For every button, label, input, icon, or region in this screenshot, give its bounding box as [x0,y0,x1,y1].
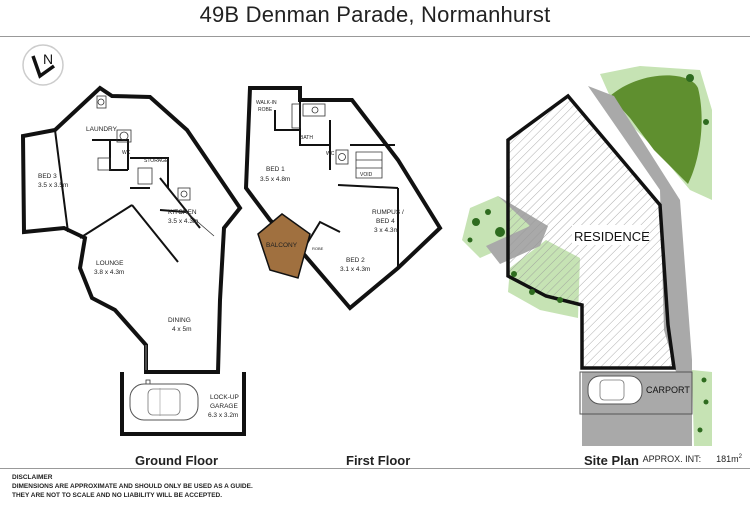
room-walkin-label-2: ROBE [258,107,273,113]
room-bed3-size: 3.5 x 3.5m [38,182,68,189]
ground-floor-plan: LAUNDRY WC STORAGE BED 3 3.5 x 3.5m KITC… [20,85,246,436]
ground-floor-car [129,383,199,421]
room-bed3-label: BED 3 [38,173,57,180]
first-floor-fixtures [291,103,383,179]
approx-area-label: APPROX. INT: [642,454,702,464]
site-carport-outline [579,371,693,415]
room-lounge-label: LOUNGE [96,260,124,267]
room-dining-label: DINING [168,317,191,324]
room-storage-label: STORAGE [144,158,169,164]
site-plan-caption: Site Plan [584,453,639,468]
approx-area: APPROX. INT: 181m2 [643,454,742,464]
balcony-area [257,213,311,279]
room-bed2-label: BED 2 [346,257,365,264]
room-wc-label: WC [326,151,335,157]
room-kitchen-label: KITCHEN [168,209,197,216]
room-void-label: VOID [360,172,373,178]
residence-label: RESIDENCE [574,229,650,244]
room-garage-label-1: LOCK-UP [210,394,239,401]
disclaimer-line-2: THEY ARE NOT TO SCALE AND NO LIABILITY W… [12,492,223,499]
room-bed1-label: BED 1 [266,166,285,173]
header-divider [0,36,750,37]
ground-floor-fixtures [96,95,215,387]
room-garage-size: 6.3 x 3.2m [208,412,238,419]
site-garden [610,75,702,184]
page-title: 49B Denman Parade, Normanhurst [199,2,551,27]
room-rumpus-label-1: RUMPUS / [372,209,404,216]
first-floor-caption: First Floor [346,453,411,468]
compass-letter: N [43,51,53,67]
room-kitchen-size: 3.5 x 4.3m [168,218,198,225]
balcony-label: BALCONY [266,242,298,249]
room-bed1-size: 3.5 x 4.8m [260,176,290,183]
room-rumpus-label-2: BED 4 [376,218,395,225]
room-rumpus-size: 3 x 4.3m [374,227,399,234]
room-bed2-size: 3.1 x 4.3m [340,266,370,273]
room-wc-label: WC [122,150,131,156]
room-dining-size: 4 x 5m [172,326,192,333]
first-floor-walls [243,86,443,311]
ground-floor-caption: Ground Floor [135,453,219,468]
site-plan: RESIDENCE CARPORT [462,66,712,446]
room-laundry-label: LAUNDRY [86,126,118,133]
disclaimer-line-1: DIMENSIONS ARE APPROXIMATE AND SHOULD ON… [12,483,253,490]
room-robe-label: ROBE [312,246,324,251]
site-trees [467,74,709,433]
footer-divider [0,468,750,469]
first-floor-plan: WALK-IN ROBE BATH WC VOID BED 1 3.5 x 4.… [243,86,443,311]
room-garage-label-2: GARAGE [210,403,238,410]
site-car [587,375,643,405]
disclaimer-heading: DISCLAIMER [12,474,53,481]
room-walkin-label-1: WALK-IN [256,100,277,106]
room-lounge-size: 3.8 x 4.3m [94,269,124,276]
room-bath-label: BATH [300,135,313,141]
carport-label: CARPORT [646,385,690,395]
ground-floor-walls [20,85,246,436]
north-arrow-icon: N [22,44,64,86]
approx-area-value: 181m [716,454,739,464]
approx-area-unit: 2 [738,454,742,460]
residence-label-bg [572,225,642,245]
